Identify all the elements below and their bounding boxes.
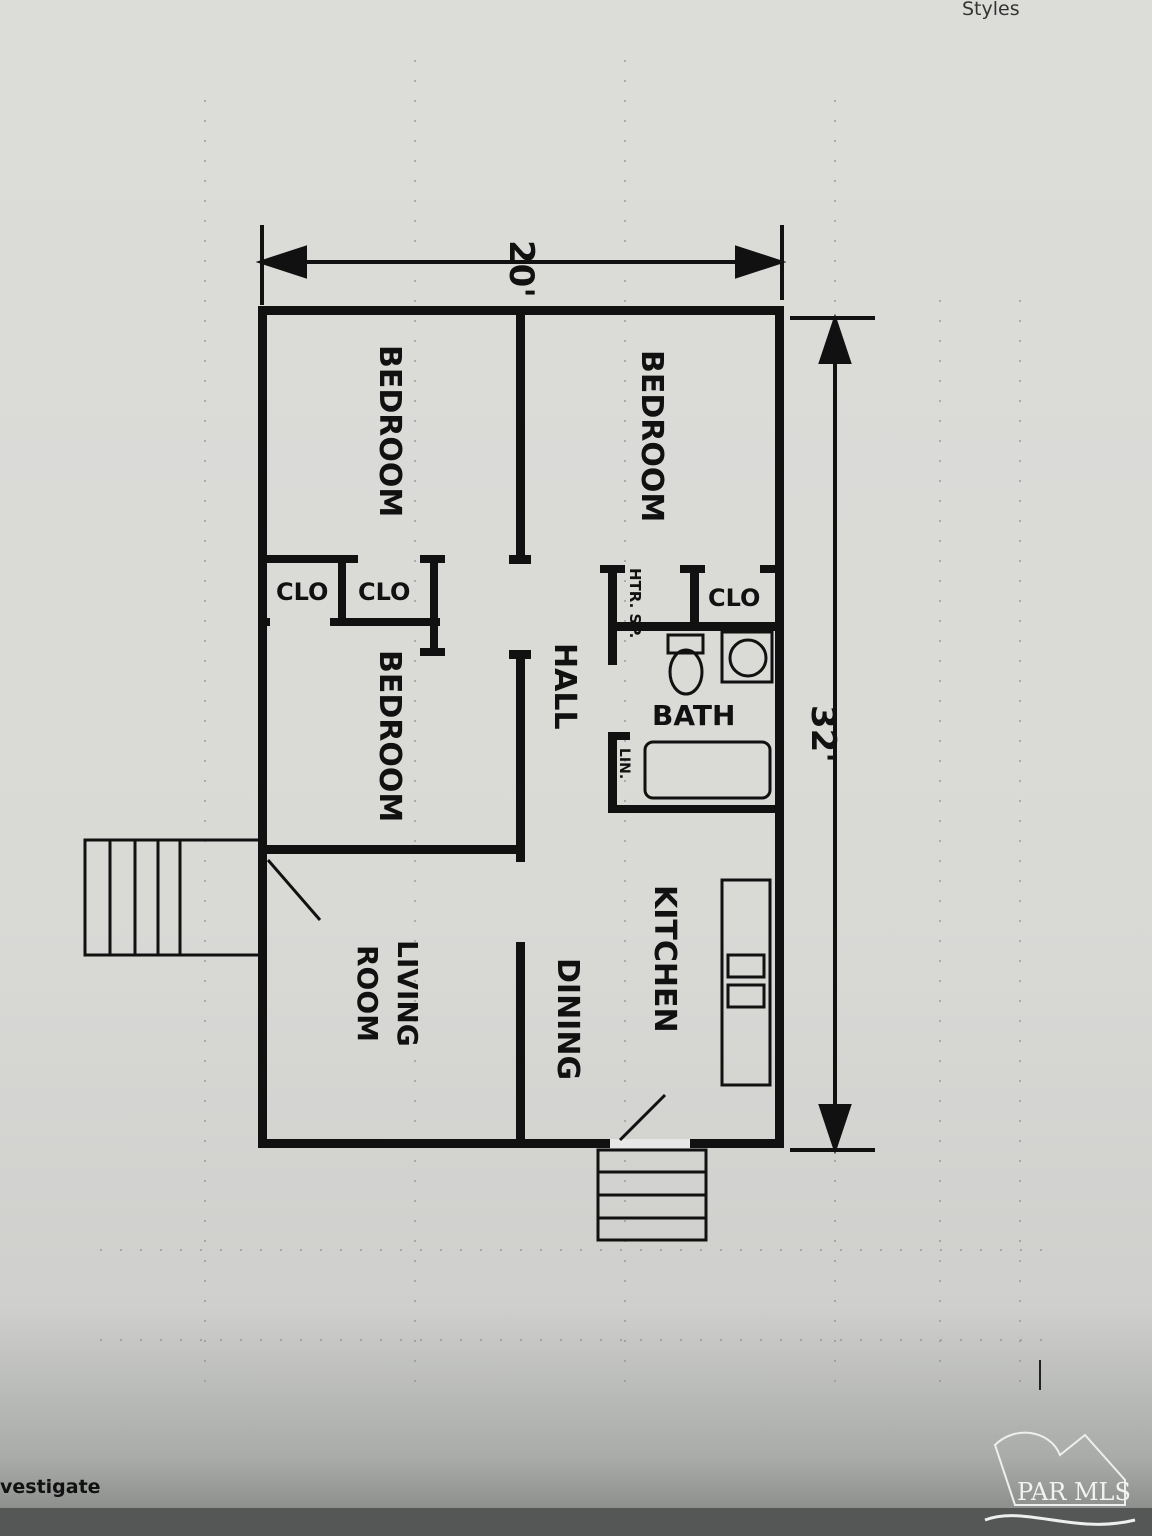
- room-label-bedroom: BEDROOM: [372, 650, 407, 822]
- room-label-closet: CLO: [276, 578, 328, 606]
- room-label-room: ROOM: [351, 945, 384, 1042]
- room-label-closet: CLO: [358, 578, 410, 606]
- taskbar: [0, 1508, 1152, 1536]
- room-label-kitchen: KITCHEN: [647, 885, 682, 1033]
- investigate-label[interactable]: vestigate: [0, 1476, 101, 1498]
- room-label-hall: HALL: [547, 643, 582, 730]
- room-label-bedroom: BEDROOM: [634, 350, 669, 522]
- width-dimension: [255, 225, 787, 305]
- walls: [258, 306, 784, 1148]
- room-label-linen: LIN.: [616, 748, 632, 779]
- fixtures: [83, 630, 774, 1242]
- room-label-living: LIVING: [391, 940, 424, 1047]
- room-label-closet: CLO: [708, 584, 760, 612]
- svg-text:PAR MLS: PAR MLS: [1017, 1478, 1131, 1506]
- par-mls-logo: PAR MLS: [984, 1431, 1136, 1526]
- room-label-bath: BATH: [652, 699, 735, 732]
- length-dimension: [790, 313, 875, 1155]
- room-label-heater-space: HTR. SP.: [626, 568, 644, 638]
- length-dimension-label: 32': [803, 705, 843, 763]
- styles-label[interactable]: Styles: [962, 0, 1020, 20]
- room-label-dining: DINING: [550, 958, 585, 1080]
- room-label-bedroom: BEDROOM: [372, 345, 407, 517]
- width-dimension-label: 20': [501, 240, 541, 298]
